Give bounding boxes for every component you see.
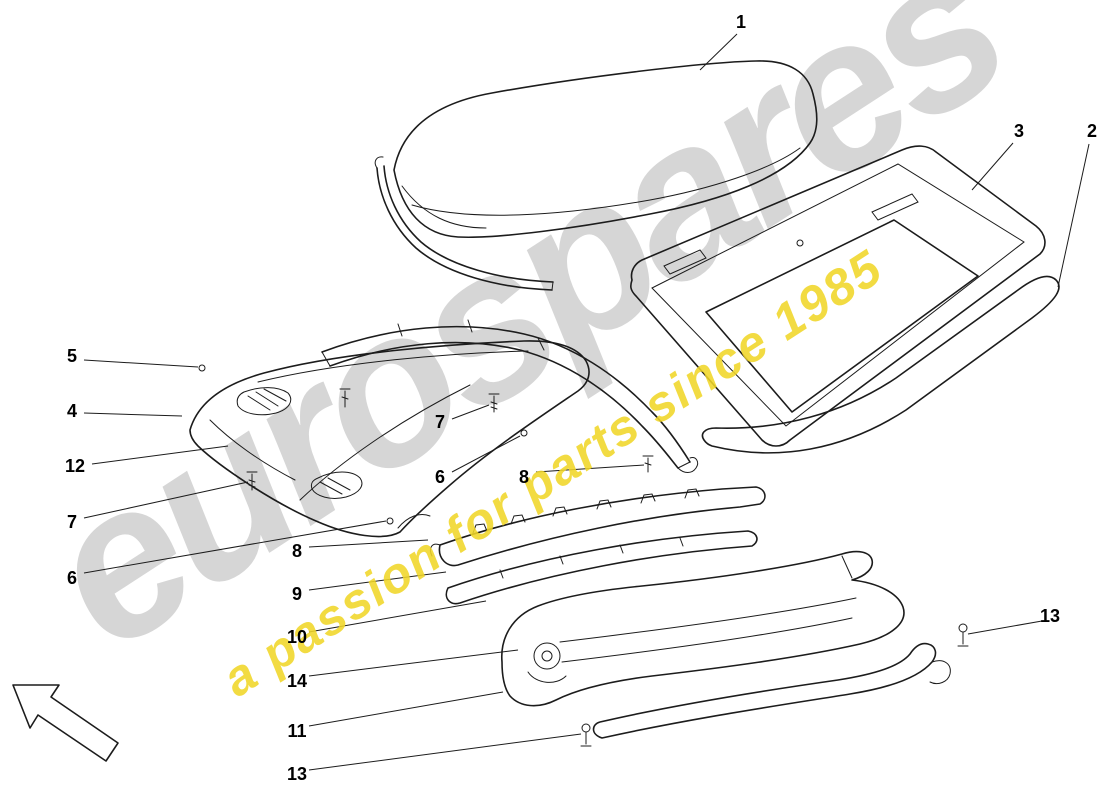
part-roof-rail-seal bbox=[374, 156, 554, 291]
part-roof-frame-bow bbox=[321, 319, 699, 525]
part-lower-trim-strip bbox=[445, 530, 758, 605]
part-headliner bbox=[189, 340, 590, 538]
part-rear-seal bbox=[592, 642, 951, 739]
leader-line-7 bbox=[83, 481, 249, 519]
part-roof-panel bbox=[393, 60, 818, 239]
leader-line-6 bbox=[451, 435, 521, 473]
leader-line-4 bbox=[83, 412, 183, 417]
part-roof-seal bbox=[701, 275, 1060, 454]
leader-line-9 bbox=[308, 571, 447, 591]
leader-line-3 bbox=[971, 142, 1014, 191]
leader-line-11 bbox=[308, 691, 504, 727]
part-rear-trim bbox=[501, 550, 905, 707]
leader-line-12 bbox=[91, 445, 229, 465]
part-trim-strip bbox=[429, 486, 766, 567]
leader-line-8 bbox=[535, 464, 645, 473]
pin-fasteners bbox=[580, 623, 969, 747]
leader-line-13 bbox=[967, 620, 1043, 635]
leader-line-2 bbox=[1057, 143, 1090, 288]
leader-line-5 bbox=[83, 359, 199, 368]
leader-lines bbox=[83, 33, 1090, 771]
leader-line-10 bbox=[308, 600, 487, 633]
direction-arrow-icon bbox=[12, 684, 119, 762]
part-glass-roof bbox=[630, 145, 1046, 447]
leader-line-13 bbox=[308, 733, 582, 771]
leader-line-7 bbox=[451, 404, 490, 420]
leader-line-8 bbox=[308, 539, 429, 548]
leader-line-1 bbox=[699, 33, 738, 71]
leader-line-14 bbox=[308, 649, 519, 677]
leader-line-6 bbox=[83, 520, 387, 574]
screw-fasteners bbox=[198, 364, 654, 491]
